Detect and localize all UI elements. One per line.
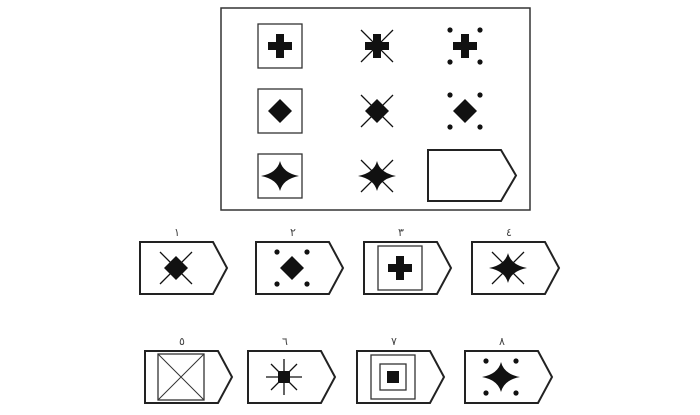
- pentagon-card: [356, 350, 446, 404]
- matrix-cell: [360, 94, 394, 128]
- dot: [513, 390, 519, 396]
- option-number: ٢: [290, 226, 296, 239]
- cross-icon: [365, 34, 389, 58]
- diamond-icon: [280, 256, 304, 280]
- frame-icon: [257, 153, 303, 199]
- diamond-icon: [365, 99, 389, 123]
- dot: [477, 27, 483, 33]
- frame-icon: [257, 88, 303, 134]
- answer-option-2[interactable]: ٢: [255, 226, 345, 295]
- option-number: ٥: [179, 335, 185, 348]
- diamond-shape: [280, 256, 304, 280]
- dots-icon: [447, 92, 483, 130]
- answer-option-1[interactable]: ١: [139, 226, 229, 295]
- cross-icon: [268, 34, 292, 58]
- option-number: ٦: [282, 335, 288, 348]
- frame-icon: [370, 354, 416, 400]
- option-number: ٣: [398, 226, 404, 239]
- star-shape: [261, 161, 299, 191]
- cross-shape: [365, 34, 389, 58]
- pentagon-card: [427, 149, 518, 202]
- diamond-shape: [453, 99, 477, 123]
- frame-square: [157, 353, 205, 401]
- star4-icon: [261, 161, 299, 191]
- star-shape: [482, 362, 520, 392]
- dot: [447, 27, 453, 33]
- matrix-frame: [220, 7, 531, 211]
- missing-cell: [427, 149, 518, 202]
- option-number: ٧: [391, 335, 397, 348]
- frame-square: [257, 23, 303, 69]
- diamond-shape: [365, 99, 389, 123]
- matrix-cell: [447, 27, 483, 65]
- dot: [304, 249, 310, 255]
- matrix-cell: [257, 23, 303, 69]
- square-icon: [278, 371, 290, 383]
- option-number: ٨: [499, 335, 505, 348]
- answer-option-6[interactable]: ٦: [247, 335, 337, 404]
- square-shape: [278, 371, 290, 383]
- dots-icon: [447, 27, 483, 65]
- dot: [274, 249, 280, 255]
- answer-option-5[interactable]: ٥: [144, 335, 234, 404]
- answer-option-8[interactable]: ٨: [464, 335, 554, 404]
- cross-shape: [388, 256, 412, 280]
- frame-square: [370, 354, 416, 400]
- matrix-cell: [358, 159, 396, 193]
- frame-icon: [377, 245, 423, 291]
- dots-icon: [274, 249, 310, 287]
- diamond-shape: [268, 99, 292, 123]
- star4-icon: [482, 362, 520, 392]
- matrix-cell: [257, 153, 303, 199]
- cross-icon: [388, 256, 412, 280]
- dot: [477, 59, 483, 65]
- square-shape: [387, 371, 399, 383]
- cross-shape: [453, 34, 477, 58]
- matrix-cell: [447, 92, 483, 130]
- frame-square: [377, 245, 423, 291]
- dot: [447, 124, 453, 130]
- dot: [483, 358, 489, 364]
- cross-icon: [453, 34, 477, 58]
- pentagon-card: [144, 350, 234, 404]
- dot: [513, 358, 519, 364]
- answer-option-7[interactable]: ٧: [356, 335, 446, 404]
- dot: [477, 124, 483, 130]
- innerframe-icon: [379, 363, 407, 391]
- diagonal-lines: [157, 353, 205, 401]
- cross-shape: [268, 34, 292, 58]
- diamond-shape: [164, 256, 188, 280]
- diamond-icon: [164, 256, 188, 280]
- dot: [447, 92, 453, 98]
- dot: [304, 281, 310, 287]
- dot: [483, 390, 489, 396]
- matrix-cell: [360, 29, 394, 63]
- frame-icon: [257, 23, 303, 69]
- option-number: ١: [174, 226, 180, 239]
- matrix-grid: [257, 23, 518, 202]
- diamond-icon: [268, 99, 292, 123]
- dots-icon: [483, 358, 519, 396]
- dot: [274, 281, 280, 287]
- answer-option-3[interactable]: ٣: [363, 226, 453, 295]
- dot: [477, 92, 483, 98]
- xframe-icon: [157, 353, 205, 401]
- dot: [447, 59, 453, 65]
- star-shape: [489, 253, 527, 283]
- inner-frame-square: [379, 363, 407, 391]
- option-number: ٤: [506, 226, 512, 239]
- diamond-icon: [453, 99, 477, 123]
- star-shape: [358, 161, 396, 191]
- star4-icon: [358, 161, 396, 191]
- frame-square: [257, 88, 303, 134]
- matrix-cell: [257, 88, 303, 134]
- frame-square: [257, 153, 303, 199]
- star4-icon: [489, 253, 527, 283]
- answer-options: ١ ٢ ٣ ٤ ٥ ٦ ٧ ٨: [139, 226, 561, 404]
- answer-option-4[interactable]: ٤: [471, 226, 561, 295]
- square-icon: [387, 371, 399, 383]
